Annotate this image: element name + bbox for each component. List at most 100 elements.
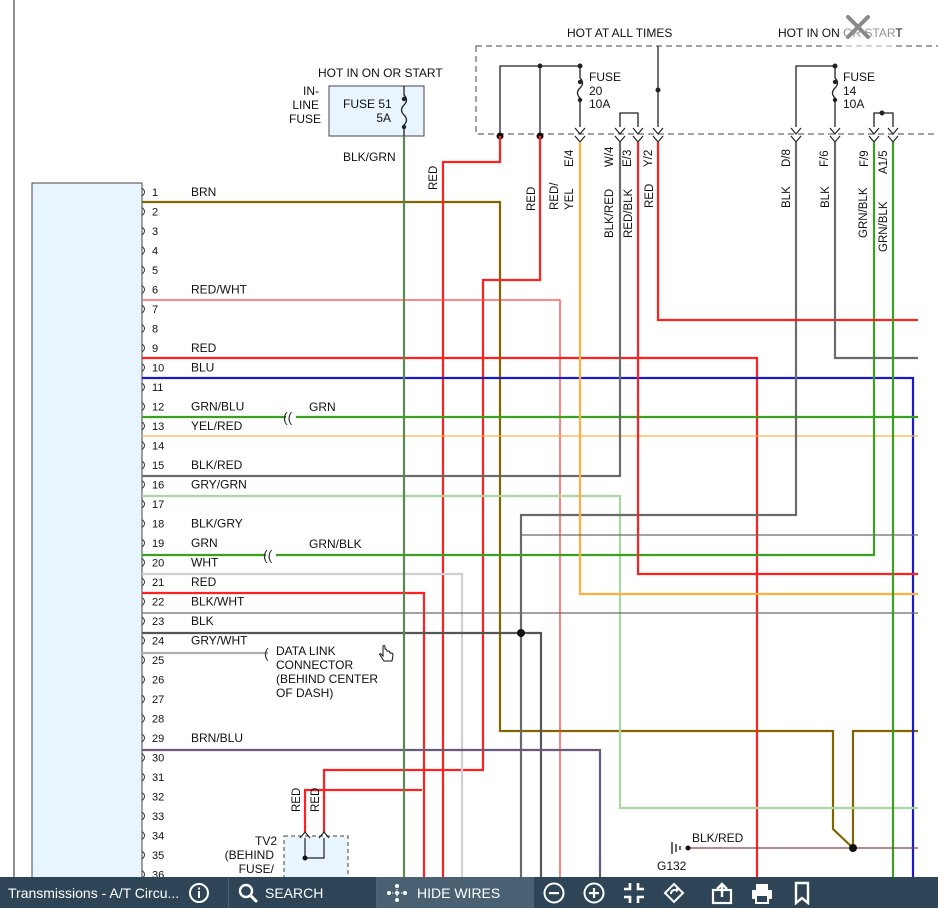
inline-fuse-box: [328, 85, 425, 137]
share-button[interactable]: [702, 877, 742, 908]
bus-dot-540: [537, 63, 543, 69]
share-icon: [711, 881, 733, 904]
fuse20-dot-top: [577, 79, 583, 85]
zoom-out-button[interactable]: [534, 877, 574, 908]
pin-wire-label: WHT: [191, 556, 219, 570]
data-link-line2: CONNECTOR: [276, 658, 353, 672]
wire-red-yel-e4: [578, 142, 918, 596]
inline-fuse-label-line2: LINE: [292, 98, 319, 112]
wire-brn-pin1: [142, 200, 918, 851]
wire-label-red-3: RED: [644, 184, 656, 208]
pin-terminal-mark: [141, 246, 145, 255]
pin-terminal-mark: [141, 870, 145, 877]
wire-red-from-500: [441, 136, 502, 877]
bus-dot-658: [655, 87, 661, 93]
tv2-wire-2: RED: [310, 788, 322, 812]
pin-terminal-mark: [141, 343, 145, 353]
fuse20-dot-bottom: [577, 97, 583, 103]
inline-fuse-wire-label: BLK/GRN: [343, 150, 396, 164]
pin-number: 6: [152, 285, 158, 297]
hot-in-on-or-start-left-label: HOT IN ON OR START: [318, 66, 443, 80]
conn-D8: D/8: [781, 149, 793, 167]
search-button[interactable]: SEARCH: [228, 877, 376, 908]
tv2-line1: TV2: [255, 834, 277, 848]
conn-W4: W/4: [604, 146, 616, 167]
pin-terminal-mark: [141, 714, 145, 723]
wire-label-red-yel-a: RED/: [549, 182, 561, 210]
wire-red-pin9: [142, 356, 759, 877]
pin-number: 21: [152, 577, 164, 589]
fuse51-name: FUSE 51: [343, 97, 392, 111]
connector-ids: E/4 W/4 E/3 Y/2 D/8 F/6 F/9 A1/5: [564, 146, 890, 174]
pin-number: 17: [152, 499, 164, 511]
connector-mark-pin19: ((: [263, 547, 273, 563]
pin-terminal-mark: [141, 577, 145, 587]
wire-red-y2: [656, 142, 918, 322]
pin-terminal-mark: [141, 441, 145, 450]
pin-wire-label: BLK/WHT: [191, 595, 245, 609]
fuse20-line2: 20: [589, 84, 603, 98]
rotate-button[interactable]: [654, 877, 694, 908]
pin-terminal-mark: [141, 850, 145, 860]
pin-wire-label: GRY/GRN: [191, 478, 247, 492]
fuse-bus-right: [795, 65, 836, 127]
splice-node-521: [517, 629, 525, 637]
ground-node: [685, 845, 691, 851]
pin-terminal-mark: [141, 226, 145, 236]
document-title[interactable]: Transmissions - A/T Circu...: [0, 877, 228, 908]
close-button[interactable]: [843, 12, 897, 66]
pin-number: 30: [152, 753, 164, 765]
wire-label-blk-red: BLK/RED: [604, 189, 616, 238]
fuse14-line1: FUSE: [843, 70, 875, 84]
wire-grn-blk-pin19-out: [276, 142, 876, 557]
wire-blk-gry-pin18: [519, 142, 798, 877]
pin-wire-label: RED/WHT: [191, 283, 248, 297]
fit-screen-button[interactable]: [614, 877, 654, 908]
pin-number: 12: [152, 402, 164, 414]
jumper-874-893: [873, 112, 894, 127]
tv2-line2: (BEHIND: [225, 848, 275, 862]
fuse14-dot-bottom: [832, 97, 838, 103]
pin-number: 4: [152, 246, 158, 258]
splice-node-853: [849, 844, 857, 852]
pin-terminal-mark: [141, 402, 145, 411]
pin-wire-label: BLK/RED: [191, 458, 243, 472]
bookmark-icon: [794, 881, 810, 905]
pin-wire-label: BRN: [191, 185, 216, 199]
pin-wire-label: BLK/GRY: [191, 517, 243, 531]
bus-dot-882: [879, 110, 885, 116]
data-link-line1: DATA LINK: [276, 644, 336, 658]
connector-mark-pin24: (: [264, 645, 269, 661]
fuse20-line3: 10A: [589, 97, 610, 111]
wire-label-blk-1: BLK: [781, 186, 793, 208]
zoom-in-button[interactable]: [574, 877, 614, 908]
pin-terminal-mark: [141, 499, 145, 509]
wires-icon: [387, 883, 407, 902]
print-button[interactable]: [742, 877, 782, 908]
pin-wire-label: BRN/BLU: [191, 731, 243, 745]
pin-terminal-mark: [141, 694, 145, 704]
pin-number: 14: [152, 441, 164, 453]
fit-screen-icon: [624, 882, 644, 903]
fuse14-symbol: [831, 77, 839, 127]
pin-number: 22: [152, 597, 164, 609]
pin-number: 31: [152, 772, 164, 784]
pin-wire-label: GRN: [191, 536, 218, 550]
pin-number: 20: [152, 558, 164, 570]
pin-terminal-mark: [141, 519, 145, 528]
top-wire-labels: RED RED RED/ YEL BLK/RED RED/BLK RED BLK…: [428, 166, 890, 252]
pin-terminal-mark: [141, 811, 145, 821]
pin-terminal-mark: [141, 792, 145, 801]
info-icon[interactable]: [188, 882, 210, 904]
wire-runs: [142, 136, 918, 877]
pin-number: 23: [152, 616, 164, 628]
pin-number: 1: [152, 187, 158, 199]
pin-number: 7: [152, 304, 158, 316]
inline-label-grn: GRN: [309, 400, 336, 414]
fuse51-dot-bottom: [401, 124, 407, 130]
pin-number: 25: [152, 655, 164, 667]
pin-number: 29: [152, 733, 164, 745]
bookmark-button[interactable]: [782, 877, 822, 908]
hide-wires-button[interactable]: HIDE WIRES: [376, 877, 534, 908]
